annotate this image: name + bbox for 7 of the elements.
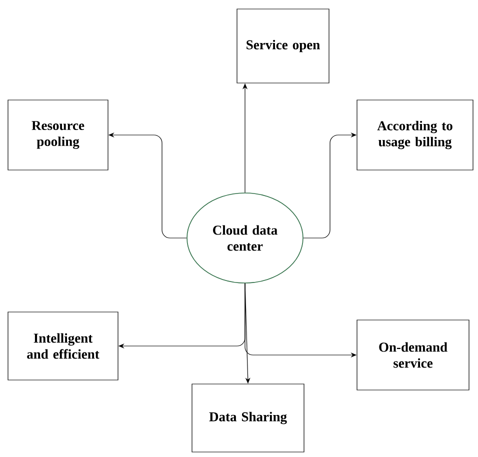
process-box: Intelligent and efficient (8, 312, 118, 380)
process-box: According to usage billing (356, 100, 474, 170)
ellipse-node: Cloud data center (186, 192, 304, 284)
process-box: Service open (236, 8, 330, 84)
process-box: On-demand service (356, 320, 470, 390)
process-box: Resource pooling (8, 100, 108, 170)
process-box: Data Sharing (192, 384, 304, 452)
